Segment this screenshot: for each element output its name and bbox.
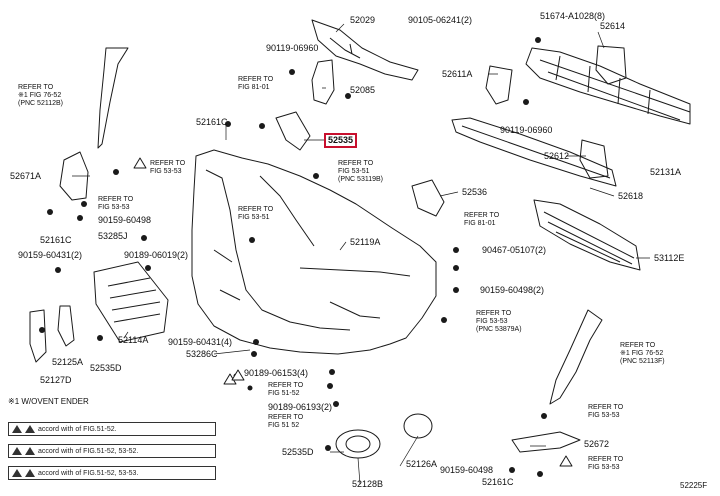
part-label-52614[interactable]: 52614	[600, 21, 626, 31]
part-label-90189c[interactable]: 90189-06193(2)	[268, 402, 333, 412]
part-label-53285j[interactable]: 53285J	[98, 231, 128, 241]
bracket-52671a	[59, 151, 89, 201]
plate-bracket	[93, 261, 169, 343]
part-label-51674[interactable]: 51674-A1028(8)	[540, 11, 606, 21]
caution-triangle-icon	[12, 425, 22, 433]
part-label-52536[interactable]: 52536	[462, 187, 488, 197]
bracket-52535	[275, 111, 311, 151]
part-label-90105[interactable]: 90105-06241(2)	[408, 15, 473, 25]
caution-triangle-icon	[12, 469, 22, 477]
part-label-52535-highlighted[interactable]: 52535	[324, 133, 358, 148]
part-label-52612[interactable]: 52612	[544, 151, 570, 161]
fog-cover-52128b	[335, 429, 381, 459]
refer-callout[interactable]: REFER TO※1 FIG 76-52(PNC 52113F)	[620, 342, 665, 365]
part-label-52131a[interactable]: 52131A	[650, 167, 682, 177]
caution-triangle-icon	[12, 447, 22, 455]
part-label-90189b[interactable]: 90189-06153(4)	[244, 368, 309, 378]
part-label-52161c-bot[interactable]: 52161C	[482, 477, 514, 487]
retainer-52614	[595, 45, 627, 85]
caution-triangle-icon	[25, 469, 35, 477]
legend-row: accord with of FIG.51-52.	[8, 422, 216, 436]
part-label-90159a[interactable]: 90159-60498	[98, 215, 152, 225]
part-label-53112e[interactable]: 53112E	[654, 253, 685, 263]
fog-cover-52126a	[403, 413, 433, 439]
legend-row: accord with of FIG.51-52, 53-52.	[8, 444, 216, 458]
part-label-52672[interactable]: 52672	[584, 439, 610, 449]
part-label-52119a[interactable]: 52119A	[350, 237, 381, 247]
bracket-52125a	[29, 309, 47, 363]
part-label-52126a[interactable]: 52126A	[406, 459, 438, 469]
caution-triangle-icon	[559, 455, 573, 467]
part-label-52085[interactable]: 52085	[350, 85, 376, 95]
part-label-53286c[interactable]: 53286C	[186, 349, 218, 359]
caution-triangle-icon	[25, 447, 35, 455]
bracket-52085	[311, 59, 335, 105]
part-label-90119b[interactable]: 90119-06960	[500, 125, 553, 135]
part-label-90119a[interactable]: 90119-06960	[266, 43, 319, 53]
caution-triangle-icon	[133, 157, 147, 169]
caution-triangle-icon	[231, 369, 245, 381]
retainer-52611a	[485, 65, 513, 105]
part-label-52114a[interactable]: 52114A	[118, 335, 149, 345]
reinforcement-upper-bracket	[311, 19, 419, 81]
part-label-52127d[interactable]: 52127D	[40, 375, 72, 385]
part-label-52611a[interactable]: 52611A	[442, 69, 473, 79]
part-label-90189a[interactable]: 90189-06019(2)	[124, 250, 189, 260]
part-label-52671a[interactable]: 52671A	[10, 171, 42, 181]
part-label-90159d[interactable]: 90159-60431(4)	[168, 337, 233, 347]
part-label-90159b[interactable]: 90159-60431(2)	[18, 250, 83, 260]
caution-triangle-icon	[25, 425, 35, 433]
part-label-52161c-left[interactable]: 52161C	[40, 235, 72, 245]
legend-row: accord with of FIG.51-52, 53-53.	[8, 466, 216, 480]
footnote: ※1 W/OVENT ENDER	[8, 397, 89, 406]
part-label-52128b[interactable]: 52128B	[352, 479, 384, 489]
part-label-52125a[interactable]: 52125A	[52, 357, 84, 367]
bumper-cover	[191, 149, 437, 355]
part-label-52535d-2[interactable]: 52535D	[282, 447, 314, 457]
absorber-bar	[451, 117, 617, 187]
part-label-90159e[interactable]: 90159-60498	[440, 465, 494, 475]
diagram-id: 52225F	[680, 481, 708, 490]
reinforcement-bar	[525, 47, 691, 125]
part-label-52618[interactable]: 52618	[618, 191, 644, 201]
bracket-52536	[411, 179, 445, 217]
side-retainer-right	[549, 309, 603, 405]
refer-callout[interactable]: REFER TO※1 FIG 76-52(PNC 52112B)	[18, 84, 64, 107]
side-retainer-left	[97, 47, 129, 149]
part-label-52535d[interactable]: 52535D	[90, 363, 122, 373]
part-label-90159c[interactable]: 90159-60498(2)	[480, 285, 545, 295]
part-label-90467[interactable]: 90467-05107(2)	[482, 245, 547, 255]
retainer-52612	[579, 139, 609, 179]
part-label-52029[interactable]: 52029	[350, 15, 376, 25]
lower-grille	[533, 199, 641, 271]
part-label-52161c-top[interactable]: 52161C	[196, 117, 228, 127]
bracket-52672	[511, 431, 581, 453]
